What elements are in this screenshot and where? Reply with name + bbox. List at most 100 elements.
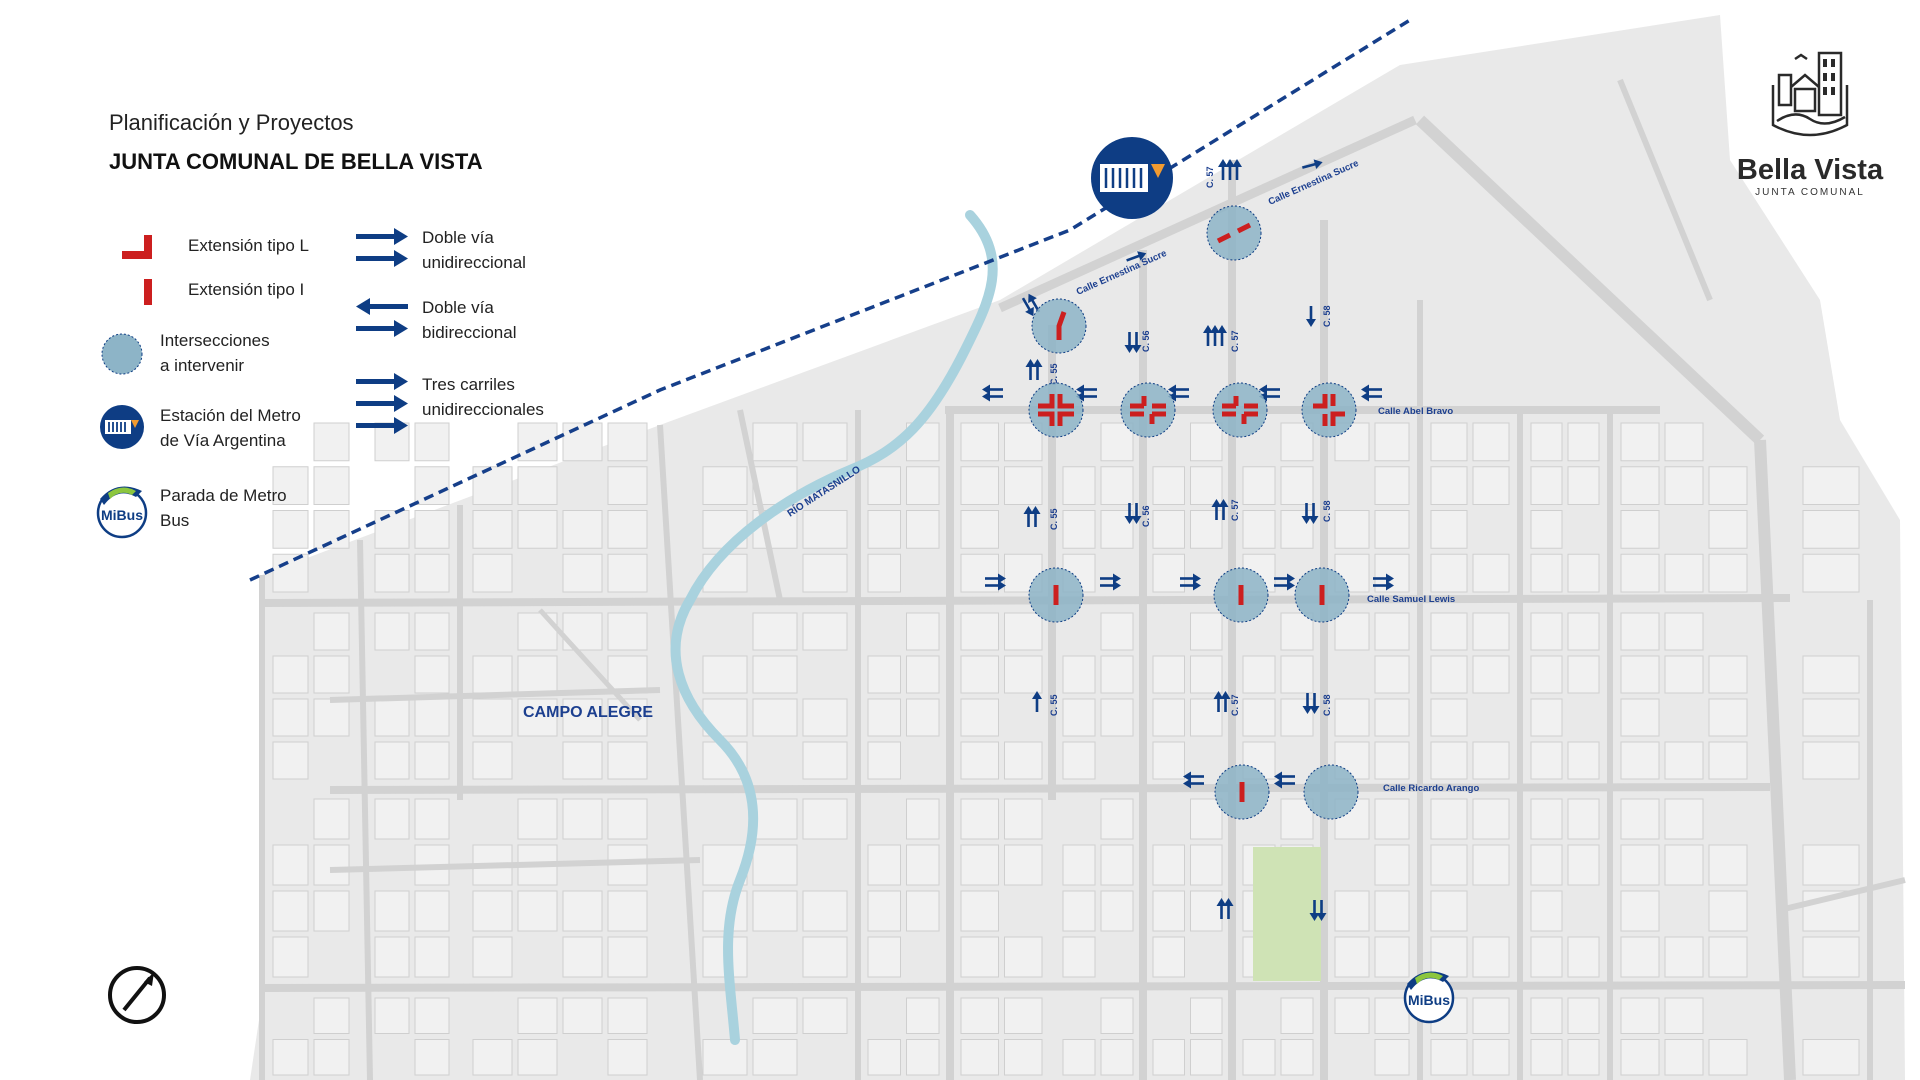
building bbox=[867, 466, 901, 505]
building bbox=[1334, 936, 1370, 978]
intersection-marker bbox=[1214, 764, 1270, 820]
building bbox=[1530, 466, 1563, 505]
building bbox=[1280, 655, 1314, 694]
building bbox=[313, 844, 350, 886]
street-label-c55-a: C. 55 bbox=[1049, 363, 1059, 385]
street-label-c56-b: C. 56 bbox=[1141, 505, 1151, 527]
building bbox=[906, 612, 940, 651]
direction-arrow bbox=[1301, 503, 1319, 524]
building bbox=[1620, 1039, 1660, 1076]
building bbox=[1708, 844, 1748, 886]
mibus-stop-icon[interactable]: MiBus bbox=[1403, 971, 1455, 1024]
legend-label: Estación del Metro de Vía Argentina bbox=[160, 406, 301, 450]
building bbox=[517, 698, 558, 737]
building bbox=[374, 741, 410, 780]
building bbox=[960, 844, 999, 886]
building bbox=[1708, 466, 1748, 505]
building bbox=[313, 1039, 350, 1076]
building bbox=[272, 936, 309, 978]
direction-arrow bbox=[1306, 306, 1316, 327]
building bbox=[1802, 510, 1860, 549]
building bbox=[1802, 655, 1860, 694]
building bbox=[607, 422, 648, 462]
building bbox=[414, 510, 450, 549]
building bbox=[1374, 741, 1410, 780]
building bbox=[1620, 741, 1660, 780]
building bbox=[1567, 844, 1600, 886]
building bbox=[1620, 698, 1660, 737]
building bbox=[752, 798, 798, 840]
building bbox=[802, 890, 848, 932]
building bbox=[1708, 553, 1748, 593]
intersection-marker bbox=[1120, 382, 1176, 438]
building bbox=[867, 698, 901, 737]
building bbox=[1802, 890, 1860, 932]
building bbox=[272, 844, 309, 886]
direction-arrow bbox=[1213, 691, 1231, 712]
direction-arrow bbox=[1124, 503, 1142, 524]
building bbox=[960, 422, 999, 462]
l-extension-mark bbox=[1056, 311, 1067, 340]
building bbox=[1472, 553, 1510, 593]
building bbox=[1100, 798, 1134, 840]
building bbox=[414, 997, 450, 1034]
building bbox=[1004, 612, 1043, 651]
street-label-c56-a: C. 56 bbox=[1141, 330, 1151, 352]
building bbox=[1100, 466, 1134, 505]
building bbox=[1190, 798, 1223, 840]
building bbox=[562, 741, 603, 780]
intersection-marker bbox=[1301, 382, 1357, 438]
building bbox=[1374, 936, 1410, 978]
building bbox=[906, 466, 940, 505]
building bbox=[1708, 698, 1748, 737]
building bbox=[752, 890, 798, 932]
building bbox=[1062, 698, 1096, 737]
building bbox=[1430, 466, 1468, 505]
legend-mibus: MiBus Parada de Metro Bus bbox=[90, 483, 287, 539]
building bbox=[752, 844, 798, 886]
building bbox=[1430, 698, 1468, 737]
building bbox=[1190, 997, 1223, 1034]
building bbox=[1620, 798, 1660, 840]
direction-arrow bbox=[1032, 691, 1042, 712]
building bbox=[1708, 890, 1748, 932]
direction-arrow bbox=[1021, 293, 1041, 317]
building bbox=[1620, 844, 1660, 886]
building bbox=[1472, 422, 1510, 462]
building bbox=[1152, 844, 1185, 886]
building bbox=[802, 997, 848, 1034]
direction-arrow bbox=[1211, 499, 1229, 520]
building bbox=[1334, 612, 1370, 651]
building bbox=[1567, 422, 1600, 462]
two-way-icon bbox=[356, 298, 408, 337]
legend-three-lane: Tres carriles unidireccionales bbox=[352, 372, 544, 436]
building bbox=[1374, 844, 1410, 886]
building bbox=[374, 997, 410, 1034]
building bbox=[1374, 698, 1410, 737]
river-matasnillo bbox=[670, 210, 998, 1045]
building bbox=[1100, 698, 1134, 737]
building bbox=[313, 655, 350, 694]
legend-label: Doble vía unidireccional bbox=[422, 228, 526, 272]
building bbox=[607, 936, 648, 978]
building bbox=[960, 798, 999, 840]
direction-arrow bbox=[1274, 573, 1295, 591]
building bbox=[1100, 655, 1134, 694]
street-label-c55-c: C. 55 bbox=[1049, 694, 1059, 716]
park bbox=[1253, 847, 1321, 981]
building bbox=[1430, 890, 1468, 932]
building bbox=[472, 655, 513, 694]
building bbox=[1664, 612, 1704, 651]
building bbox=[1664, 655, 1704, 694]
building bbox=[1152, 466, 1185, 505]
building bbox=[1620, 466, 1660, 505]
legend-label: Extensión tipo L bbox=[188, 236, 309, 255]
street-label-ricardo-arango: Calle Ricardo Arango bbox=[1383, 783, 1479, 794]
building bbox=[1530, 698, 1563, 737]
building bbox=[1004, 844, 1043, 886]
building bbox=[906, 798, 940, 840]
building bbox=[1802, 698, 1860, 737]
building bbox=[1152, 510, 1185, 549]
